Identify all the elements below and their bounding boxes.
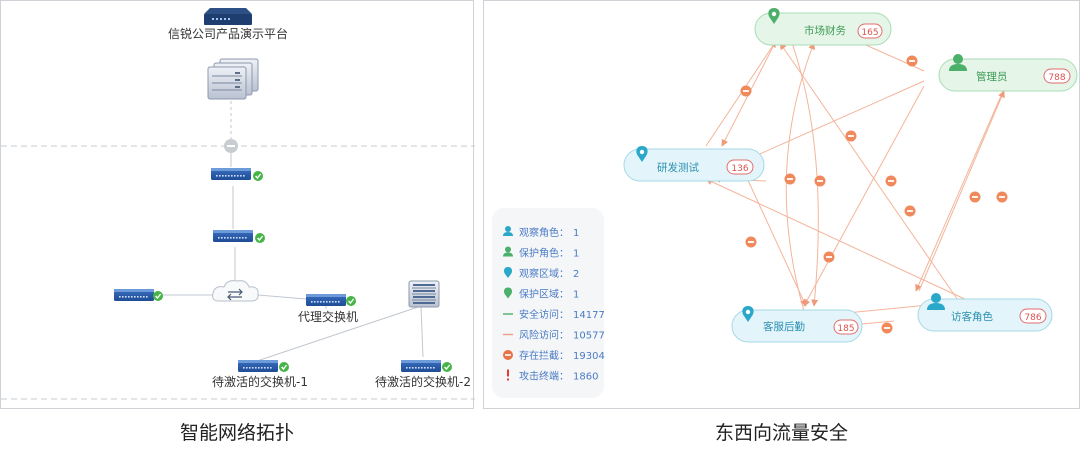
pending-switch-2-label: 待激活的交换机-2: [375, 374, 471, 389]
node-visitor[interactable]: 访客角色 786: [917, 293, 1053, 332]
traffic-caption: 东西向流量安全: [714, 422, 848, 444]
node-customer-support[interactable]: 客服后勤 185: [731, 306, 863, 343]
legend-value: 1: [573, 290, 579, 301]
person-icon: [949, 54, 967, 71]
node-market-label: 市场财务: [804, 24, 846, 37]
topology-caption: 智能网络拓扑: [179, 422, 294, 444]
pending-switch-1-label: 待激活的交换机-1: [212, 374, 308, 389]
block-icon: [503, 350, 513, 360]
platform-title: 信锐公司产品演示平台: [168, 26, 288, 41]
switch-left[interactable]: [114, 289, 164, 302]
legend-item: 存在拦截： 19304: [503, 349, 605, 362]
topology-panel: 信锐公司产品演示平台: [0, 0, 475, 409]
core-switch-1[interactable]: [211, 168, 264, 182]
node-rd-count: 136: [731, 164, 748, 174]
legend-item: 观察区域： 2: [504, 267, 579, 280]
node-market-count: 165: [861, 28, 878, 38]
legend-item: 观察角色： 1: [503, 226, 579, 239]
pending-switch-2[interactable]: [401, 360, 453, 373]
legend-value: 19304: [573, 351, 605, 362]
traffic-panel: 市场财务 165 管理员 788 研发测试 136: [483, 0, 1080, 409]
topology-links: [154, 101, 424, 362]
legend-label: 攻击终端：: [519, 370, 569, 383]
legend-value: 1: [573, 228, 579, 239]
legend-value: 2: [573, 269, 579, 280]
cloud-router-icon[interactable]: [212, 280, 259, 302]
node-rd-label: 研发测试: [657, 161, 699, 174]
legend-item: 风险访问： 10577: [503, 329, 605, 342]
legend-label: 保护区域：: [519, 288, 569, 301]
legend-label: 风险访问：: [519, 329, 569, 342]
topology-canvas: 信锐公司产品演示平台: [1, 8, 475, 400]
person-icon: [503, 246, 513, 257]
node-support-label: 客服后勤: [763, 320, 805, 333]
legend-value: 1860: [573, 372, 598, 383]
node-market-finance[interactable]: 市场财务 165: [754, 8, 892, 46]
legend-label: 保护角色：: [519, 247, 569, 260]
legend-label: 观察角色：: [519, 226, 569, 239]
edge-block-markers: [740, 55, 1008, 334]
node-support-count: 185: [837, 324, 854, 334]
traffic-canvas: 市场财务 165 管理员 788 研发测试 136: [492, 8, 1078, 398]
node-visitor-label: 访客角色: [951, 310, 993, 323]
person-icon: [927, 293, 945, 310]
legend-label: 观察区域：: [519, 267, 569, 280]
legend-label: 存在拦截：: [519, 349, 569, 362]
pin-icon: [742, 306, 754, 322]
node-rd-testing[interactable]: 研发测试 136: [623, 146, 765, 182]
link-blocked-icon: [224, 139, 238, 153]
legend-item: 保护角色： 1: [503, 246, 579, 260]
proxy-switch-label: 代理交换机: [298, 309, 358, 324]
pin-icon: [768, 8, 780, 24]
node-admin-count: 788: [1048, 73, 1065, 83]
legend-label: 安全访问：: [519, 308, 569, 321]
legend-item: 攻击终端： 1860: [507, 369, 598, 383]
node-visitor-count: 786: [1024, 313, 1041, 323]
legend-value: 10577: [573, 331, 605, 342]
node-admin[interactable]: 管理员 788: [938, 54, 1078, 92]
legend-item: 安全访问： 14177: [503, 308, 605, 321]
legend: 观察角色： 1 保护角色： 1 观察区域： 2 保护区域： 1 安全访问： 14177 风险访问： 1…: [492, 208, 605, 398]
node-admin-label: 管理员: [976, 70, 1008, 83]
pending-switch-1[interactable]: [238, 360, 290, 373]
server-device-icon[interactable]: [408, 280, 440, 308]
person-icon: [503, 226, 513, 236]
core-switch-2[interactable]: [213, 230, 266, 244]
server-cluster-icon[interactable]: [207, 58, 259, 100]
alert-icon: [507, 369, 509, 381]
pin-icon: [636, 146, 648, 162]
pin-icon: [504, 267, 512, 278]
pin-icon: [504, 287, 512, 299]
proxy-switch[interactable]: [306, 294, 357, 307]
legend-value: 14177: [573, 310, 605, 321]
platform-device-icon[interactable]: [204, 8, 252, 25]
legend-item: 保护区域： 1: [504, 287, 579, 301]
legend-value: 1: [573, 249, 579, 260]
